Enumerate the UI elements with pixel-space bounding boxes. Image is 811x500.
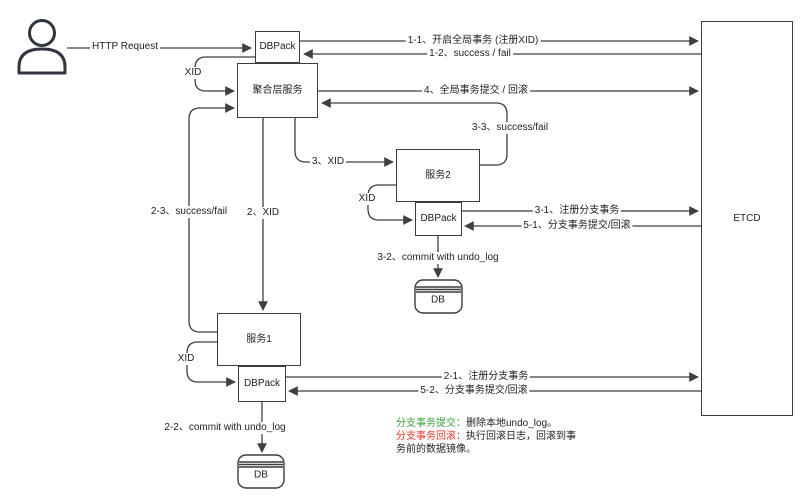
edge-label-step5-1: 5-1、分支事务提交/回滚: [521, 220, 633, 232]
node-service1-label: 服务1: [246, 333, 272, 345]
edge-label-http-request: HTTP Request: [90, 41, 160, 53]
edge-label-step3-3: 3-3、success/fail: [469, 122, 551, 134]
node-db-service1-label: DB: [254, 469, 268, 481]
edge-label-step2-1: 2-1、注册分支事务: [441, 371, 531, 383]
edge-label-step1-1: 1-1、开启全局事务 (注册XID): [405, 35, 541, 47]
node-aggregation-service: 聚合层服务: [237, 63, 318, 118]
node-dbpack-service1: DBPack: [238, 366, 286, 402]
edge-label-xid-return-service1: XID: [175, 353, 197, 365]
edge-label-step1-2: 1-2、success / fail: [427, 48, 513, 60]
edge-step2-3: [188, 103, 235, 333]
node-dbpack-top-label: DBPack: [259, 41, 296, 52]
edge-step3-3: [321, 98, 508, 166]
edge-label-step2: 2、XID: [244, 207, 282, 219]
edge-step3: [294, 118, 394, 167]
legend-commit-term: 分支事务提交：: [396, 418, 466, 429]
edge-label-step2-2: 2-2、commit with undo_log: [162, 422, 288, 434]
node-dbpack-service2-label: DBPack: [420, 213, 457, 224]
edge-label-step2-3: 2-3、success/fail: [148, 206, 230, 218]
node-db-service2-label: DB: [431, 294, 445, 306]
edge-label-xid-return-top: XID: [182, 67, 204, 79]
edge-label-xid-return-service2: XID: [356, 193, 378, 205]
legend-rollback-line: 分支事务回滚：执行回滚日志，回滚到事务前的数据镜像。: [396, 430, 584, 456]
node-service2-label: 服务2: [425, 169, 451, 181]
node-etcd: ETCD: [701, 21, 793, 416]
legend-rollback-desc: 执行回滚日志，回滚到事务前的数据镜像。: [396, 431, 576, 455]
user-icon: [17, 19, 67, 75]
node-dbpack-top: DBPack: [255, 31, 300, 63]
database-icon-service2: [414, 279, 463, 314]
edge-label-step3-2: 3-2、commit with undo_log: [375, 252, 501, 264]
legend: 分支事务提交：删除本地undo_log。 分支事务回滚：执行回滚日志，回滚到事务…: [396, 417, 584, 456]
edge-label-step3-1: 3-1、注册分支事务: [532, 205, 622, 217]
node-dbpack-service1-label: DBPack: [243, 378, 281, 389]
database-icon-service1: [237, 454, 285, 489]
node-aggregation-service-label: 聚合层服务: [252, 84, 303, 96]
node-dbpack-service2: DBPack: [415, 202, 462, 236]
legend-rollback-term: 分支事务回滚：: [396, 431, 466, 442]
legend-commit-desc: 删除本地undo_log。: [466, 418, 558, 429]
edge-label-step3: 3、XID: [309, 156, 347, 168]
node-service1: 服务1: [217, 313, 301, 366]
node-service2: 服务2: [396, 149, 480, 202]
edge-label-step4: 4、全局事务提交 / 回滚: [422, 85, 530, 97]
node-etcd-label: ETCD: [733, 212, 761, 224]
legend-commit-line: 分支事务提交：删除本地undo_log。: [396, 417, 584, 430]
edge-label-step5-2: 5-2、分支事务提交/回滚: [418, 385, 530, 397]
